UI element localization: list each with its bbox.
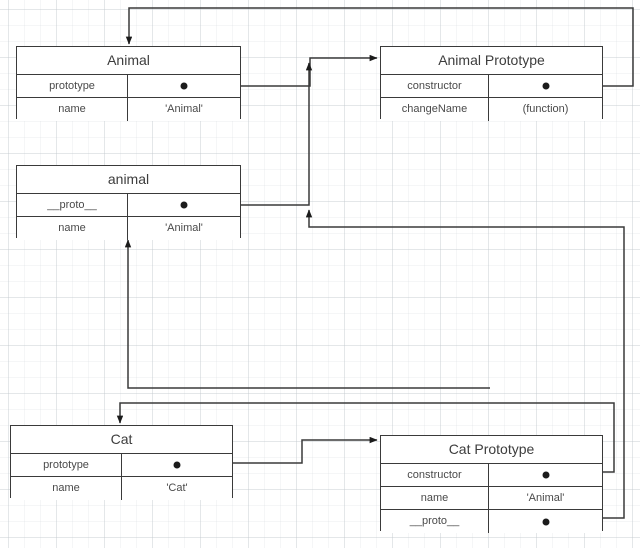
- node-title: animal: [17, 166, 240, 194]
- node-title: Animal Prototype: [381, 47, 602, 75]
- property-key: name: [381, 487, 489, 509]
- property-row: changeName (function): [381, 98, 602, 121]
- reference-dot-icon: [180, 201, 188, 209]
- edge-cat-to-animal-instance: [124, 239, 490, 389]
- property-key: __proto__: [381, 510, 489, 533]
- property-value: [122, 454, 232, 476]
- property-key: prototype: [17, 75, 128, 97]
- property-value: [489, 75, 602, 97]
- reference-dot-icon: [542, 471, 549, 479]
- property-row: __proto__: [17, 194, 240, 217]
- reference-dot-icon: [180, 82, 188, 90]
- property-row: constructor: [381, 464, 602, 487]
- node-title: Cat Prototype: [381, 436, 602, 464]
- property-value: [489, 464, 602, 486]
- property-row: name 'Animal': [381, 487, 602, 510]
- property-value: 'Cat': [166, 482, 188, 494]
- property-row: name 'Cat': [11, 477, 232, 500]
- reference-dot-icon: [173, 461, 181, 469]
- property-row: name 'Animal': [17, 217, 240, 240]
- property-row: prototype: [11, 454, 232, 477]
- property-key: prototype: [11, 454, 122, 476]
- property-value: (function): [522, 103, 569, 115]
- property-key: constructor: [381, 464, 489, 486]
- property-value: [128, 194, 240, 216]
- node-title: Cat: [11, 426, 232, 454]
- reference-dot-icon: [542, 518, 549, 525]
- property-value: 'Animal': [526, 492, 565, 504]
- node-animal-instance[interactable]: animal__proto__name 'Animal': [16, 165, 241, 240]
- property-key: name: [11, 477, 122, 500]
- property-row: __proto__: [381, 510, 602, 533]
- property-value: [489, 510, 602, 533]
- property-key: __proto__: [17, 194, 128, 216]
- property-value: 'Animal': [165, 103, 203, 115]
- property-row: name 'Animal': [17, 98, 240, 121]
- property-key: constructor: [381, 75, 489, 97]
- property-key: name: [17, 217, 128, 240]
- property-key: name: [17, 98, 128, 121]
- property-value: 'Animal': [165, 222, 203, 234]
- property-value: [128, 75, 240, 97]
- property-row: constructor: [381, 75, 602, 98]
- property-key: changeName: [381, 98, 489, 121]
- reference-dot-icon: [542, 82, 549, 90]
- node-title: Animal: [17, 47, 240, 75]
- property-row: prototype: [17, 75, 240, 98]
